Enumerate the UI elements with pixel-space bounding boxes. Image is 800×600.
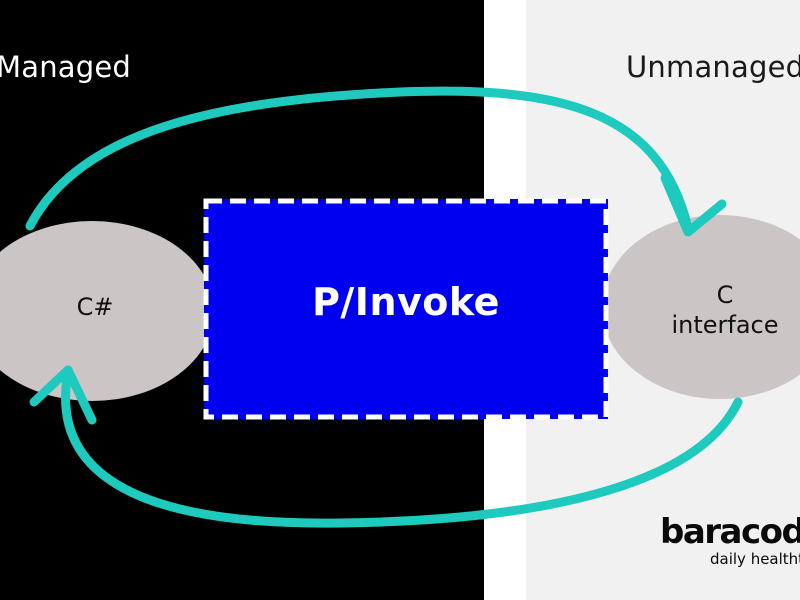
csharp-node	[0, 221, 214, 401]
c-interface-node	[602, 215, 800, 399]
csharp-node-label: C#	[76, 293, 114, 321]
arrowhead-bottom	[29, 365, 97, 425]
brand-logo: baracoda daily healthtech	[660, 514, 800, 568]
pinvoke-box	[204, 199, 608, 419]
arrowhead-top	[660, 173, 727, 237]
arrow-unmanaged-to-managed	[61, 367, 743, 528]
c-interface-node-label: C interface	[650, 280, 800, 340]
managed-label: Managed	[0, 50, 132, 84]
logo-tagline: daily healthtech	[710, 550, 800, 568]
c-interface-line2: interface	[671, 311, 779, 339]
logo-wordmark: baracoda	[660, 512, 800, 552]
pinvoke-box-border	[203, 198, 609, 420]
arrow-managed-to-unmanaged	[25, 86, 693, 233]
unmanaged-label: Unmanaged	[626, 50, 800, 84]
c-interface-line1: C	[716, 281, 734, 309]
pinvoke-label: P/Invoke	[312, 280, 500, 324]
